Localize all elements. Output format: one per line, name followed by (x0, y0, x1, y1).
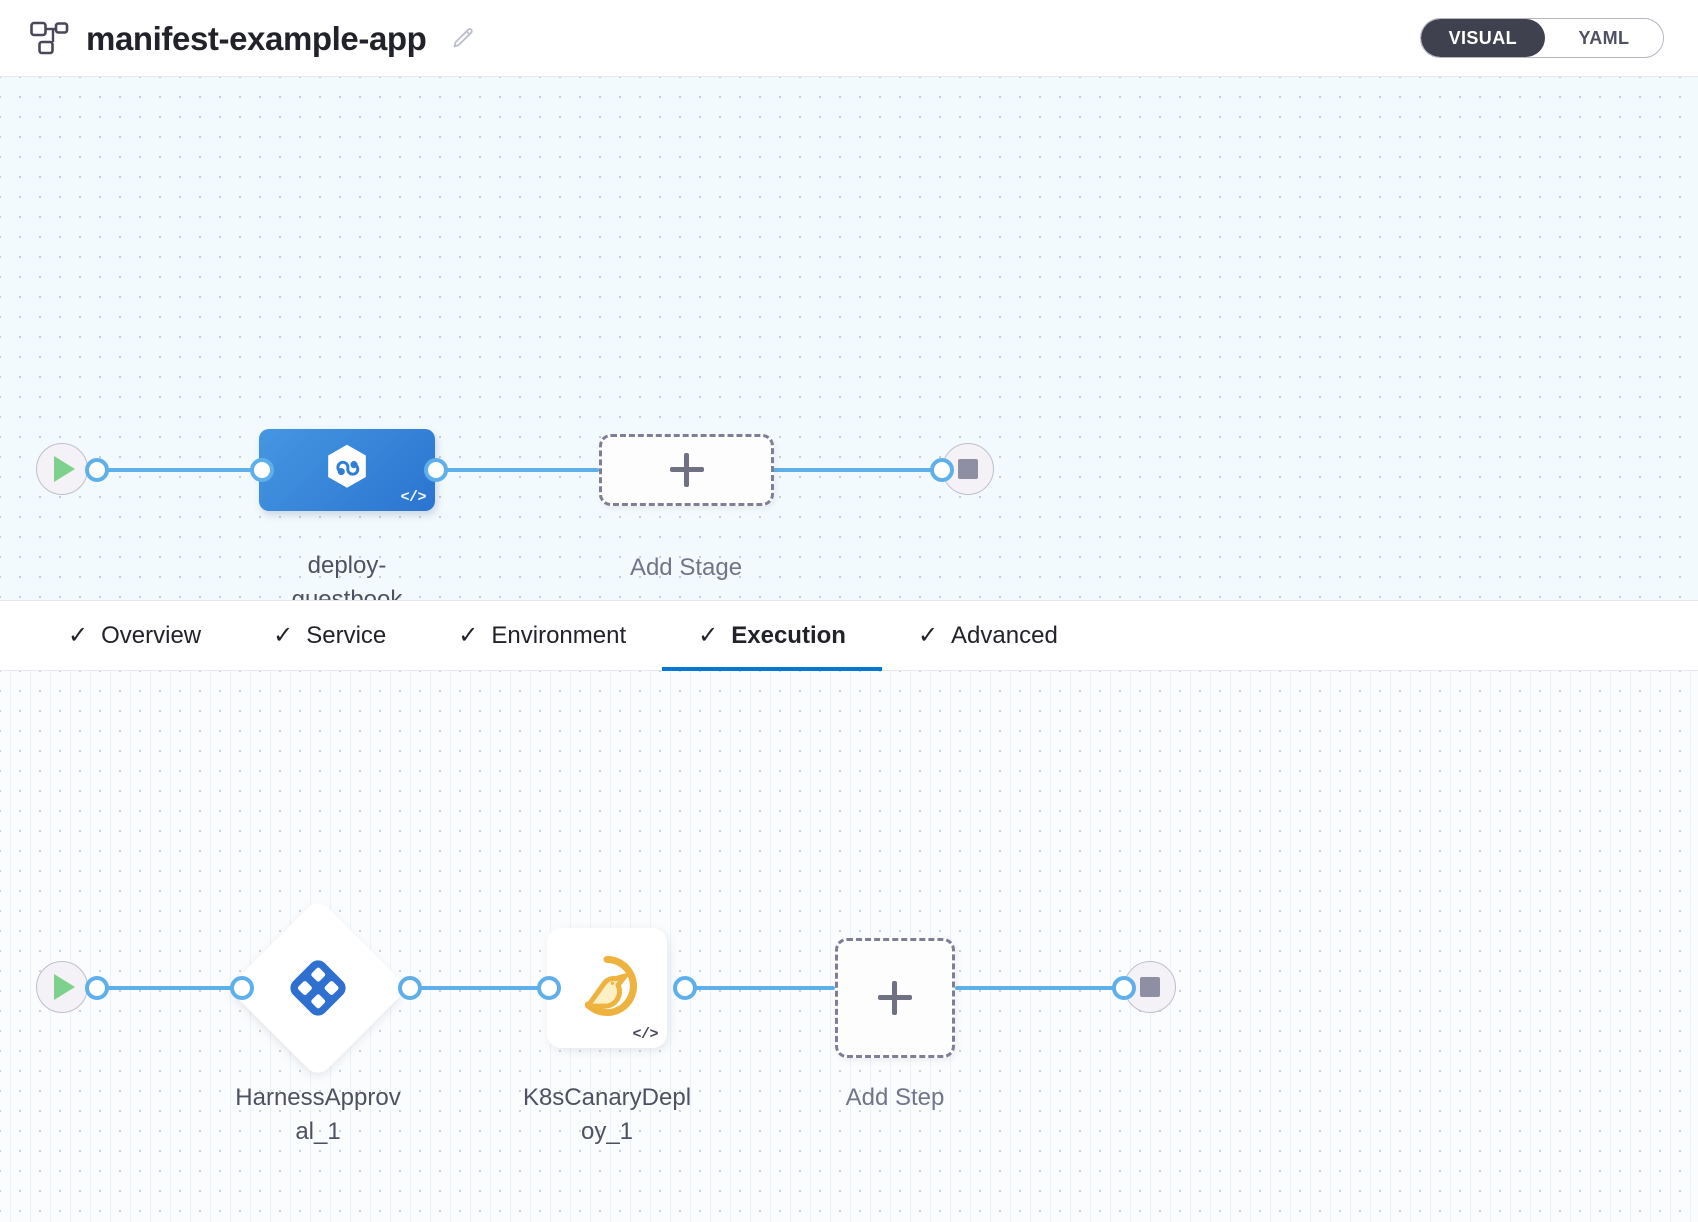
tab-overview-label: Overview (101, 621, 202, 649)
edit-pencil-icon[interactable] (450, 25, 476, 51)
plus-icon (669, 453, 704, 487)
exec-connector-end[interactable] (1112, 976, 1136, 1000)
canary-bird-icon (574, 953, 640, 1024)
tab-service-label: Service (306, 621, 387, 649)
stage-connector-end[interactable] (930, 458, 954, 482)
play-icon (53, 974, 75, 1000)
stage-connector-in[interactable] (250, 458, 274, 482)
add-stage-label: Add Stage (629, 554, 743, 581)
execution-start-node[interactable] (36, 961, 88, 1013)
tab-advanced-label: Advanced (951, 621, 1058, 649)
exec-connector-approval-out[interactable] (398, 976, 422, 1000)
check-icon: ✓ (273, 621, 294, 649)
page-title: manifest-example-app (86, 19, 427, 57)
add-stage-button[interactable] (599, 434, 774, 506)
tab-service[interactable]: ✓ Service (237, 601, 422, 670)
stage-node-label: deploy- guestbook (291, 552, 403, 601)
view-toggle-yaml-label: YAML (1578, 27, 1630, 48)
check-icon: ✓ (698, 621, 719, 649)
exec-edge-approval-to-canary (400, 986, 550, 990)
tab-environment[interactable]: ✓ Environment (422, 601, 662, 670)
step-code-badge: </> (632, 1026, 658, 1043)
add-step-button[interactable] (835, 938, 955, 1058)
tab-environment-label: Environment (491, 621, 627, 649)
step-label-k8s-canary-deploy: K8sCanaryDepl oy_1 (522, 1084, 692, 1146)
step-label-harness-approval: HarnessApprov al_1 (235, 1084, 401, 1146)
check-icon: ✓ (68, 621, 89, 649)
view-toggle-visual[interactable]: VISUAL (1420, 19, 1545, 57)
exec-connector-canary-in[interactable] (537, 976, 561, 1000)
tab-overview[interactable]: ✓ Overview (32, 601, 237, 670)
stop-icon (1140, 977, 1160, 997)
stage-node-deploy-guestbook[interactable]: </> (259, 429, 435, 511)
pipeline-nodes-icon (30, 21, 72, 55)
step-node-k8s-canary-deploy[interactable]: </> (547, 928, 667, 1048)
exec-edge-start-to-approval (96, 986, 241, 990)
tab-advanced[interactable]: ✓ Advanced (882, 601, 1094, 670)
check-icon: ✓ (917, 621, 939, 649)
pipeline-start-node[interactable] (36, 443, 88, 495)
stage-edge-start-to-stage (96, 468, 261, 472)
play-icon (53, 456, 75, 482)
view-toggle-yaml[interactable]: YAML (1545, 19, 1663, 57)
stop-icon (958, 459, 978, 479)
harness-cd-hexagon-icon (321, 442, 373, 499)
stage-connector-start[interactable] (85, 458, 109, 482)
stage-graph-canvas[interactable]: </> deploy- guestbook Add Stage (0, 77, 1698, 601)
add-step-label: Add Step (845, 1084, 945, 1111)
exec-connector-start[interactable] (85, 976, 109, 1000)
header-right-group: VISUAL YAML (1419, 18, 1664, 58)
step-node-harness-approval[interactable] (227, 897, 409, 1079)
view-toggle-visual-label: VISUAL (1448, 27, 1517, 48)
stage-connector-out[interactable] (424, 458, 448, 482)
exec-connector-approval-in[interactable] (230, 976, 254, 1000)
tab-execution-label: Execution (731, 621, 846, 649)
stage-edge-add-to-end (760, 468, 950, 472)
view-mode-toggle[interactable]: VISUAL YAML (1419, 18, 1664, 58)
stage-config-tabs: ✓ Overview ✓ Service ✓ Environment ✓ Exe… (0, 601, 1698, 671)
exec-edge-add-to-end (955, 986, 1130, 990)
exec-connector-canary-out[interactable] (673, 976, 697, 1000)
execution-graph-canvas[interactable]: HarnessApprov al_1 </> K8sCanaryDepl oy_… (0, 671, 1698, 1222)
header-left-group: manifest-example-app (30, 21, 476, 55)
header-bar: manifest-example-app VISUAL YAML (0, 0, 1698, 77)
stage-edge-stage-to-add (424, 468, 599, 472)
check-icon: ✓ (458, 621, 479, 649)
exec-edge-canary-to-add (675, 986, 835, 990)
stage-code-badge: </> (400, 489, 426, 506)
tab-execution[interactable]: ✓ Execution (662, 601, 882, 671)
plus-icon (878, 981, 912, 1015)
